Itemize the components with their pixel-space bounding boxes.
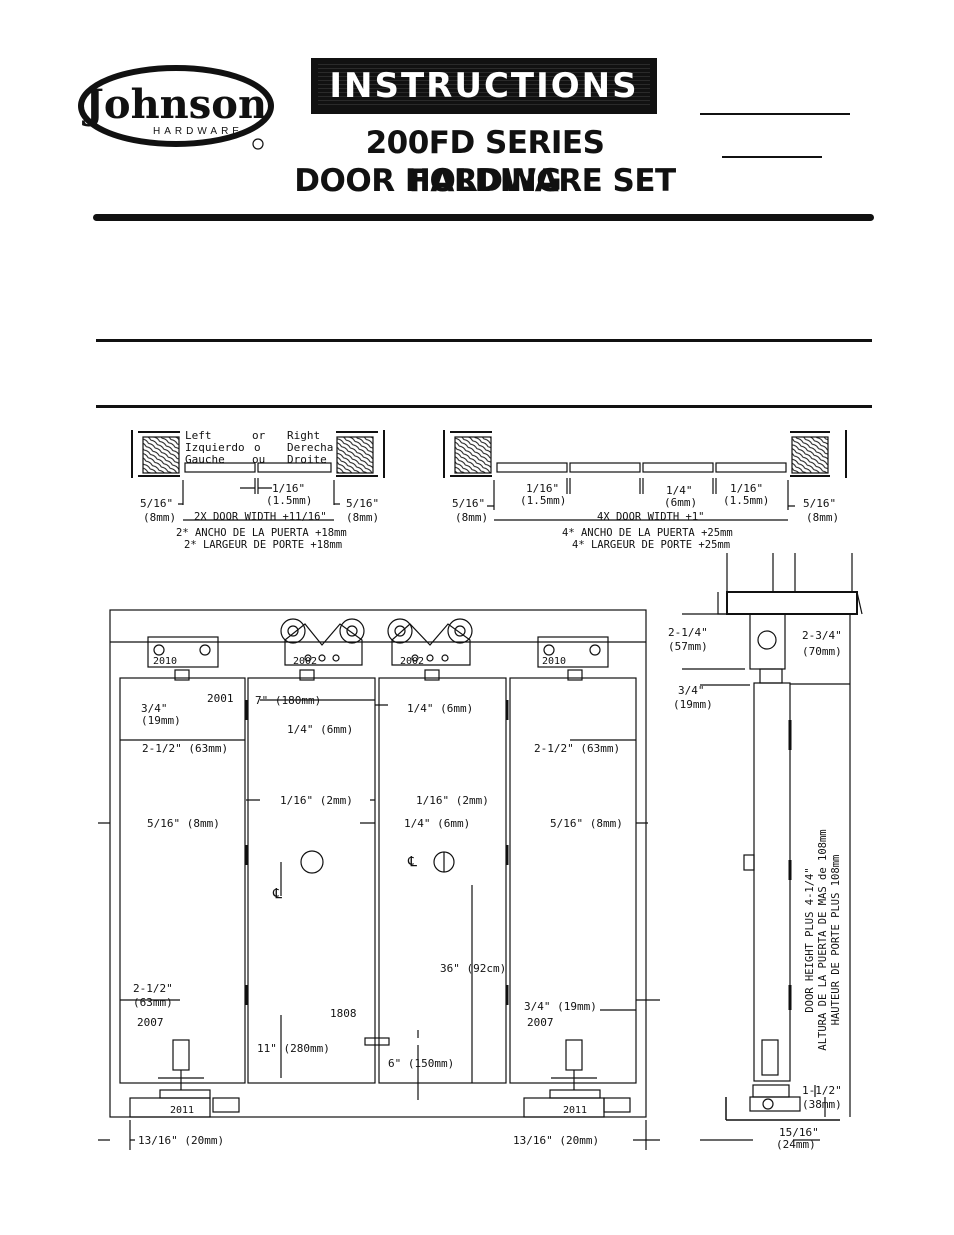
johnson-logo: Johnson HARDWARE	[78, 65, 274, 150]
side-top-b: 2-3/4"	[802, 629, 842, 642]
part-2002-right: 2002	[400, 656, 424, 667]
tl-side-l-mm: (8mm)	[143, 511, 176, 524]
installation-drawing: Left Izquierdo Gauche or o ou Right Dere…	[98, 429, 863, 1151]
dim-edge-l-mm: (19mm)	[141, 714, 181, 727]
dim-hanger-in: 7" (180mm)	[255, 694, 321, 707]
label-derecha: Derecha	[287, 441, 333, 454]
title-line-2: DOOR HARDWARE SET	[294, 163, 676, 199]
dim-side-l: 5/16" (8mm)	[147, 817, 220, 830]
registered-mark	[252, 138, 264, 150]
side-top-b-mm: (70mm)	[802, 645, 842, 658]
tr-gap-c-mm: (6mm)	[664, 496, 697, 509]
dim-hanger-gap-l: 1/4" (6mm)	[287, 723, 353, 736]
tr-gap-r-mm: (1.5mm)	[723, 494, 769, 507]
side-top-a-mm: (57mm)	[668, 640, 708, 653]
part-2007-right: 2007	[527, 1016, 554, 1029]
tr-side-r: 5/16"	[803, 497, 836, 510]
tl-width-es: 2* ANCHO DE LA PUERTA +18mm	[176, 527, 347, 539]
side-offset-mm: (19mm)	[673, 698, 713, 711]
dim-height-36: 36" (92cm)	[440, 962, 506, 975]
centerline-right: ℄	[407, 854, 417, 870]
tl-side-r: 5/16"	[346, 497, 379, 510]
dim-mid-gap-l: 1/16" (2mm)	[280, 794, 353, 807]
side-bottom: 1-1/2"	[802, 1084, 842, 1097]
tl-width-fr: 2* LARGEUR DE PORTE +18mm	[184, 539, 342, 551]
side-top-a: 2-1/4"	[668, 626, 708, 639]
tr-width: 4X DOOR WIDTH +1"	[597, 511, 704, 523]
label-gauche: Gauche	[185, 453, 225, 466]
tr-gap-l: 1/16"	[526, 482, 559, 495]
dim-mid-gap-r: 1/16" (2mm)	[416, 794, 489, 807]
tr-gap-c: 1/4"	[666, 484, 693, 497]
centerline-left: ℄	[272, 886, 282, 902]
tl-gap: 1/16"	[272, 482, 305, 495]
dim-pull-11: 11" (280mm)	[257, 1042, 330, 1055]
tl-side-l: 5/16"	[140, 497, 173, 510]
part-2001: 2001	[207, 692, 234, 705]
header-rule	[93, 214, 874, 221]
instructions-banner: INSTRUCTIONS	[311, 58, 657, 114]
side-offset: 3/4"	[678, 684, 705, 697]
side-height-fr: HAUTEUR DE PORTE PLUS 108mm	[830, 855, 842, 1026]
side-height-en: DOOR HEIGHT PLUS 4-1/4"	[804, 867, 816, 1012]
label-ou: ou	[252, 453, 265, 466]
dim-hanger-gap-r: 1/4" (6mm)	[407, 702, 473, 715]
part-2007-left: 2007	[137, 1016, 164, 1029]
dim-jamb-r: 13/16" (20mm)	[513, 1134, 599, 1147]
plan-two-door	[131, 430, 385, 521]
dim-hinge-r: 2-1/2" (63mm)	[534, 742, 620, 755]
tr-width-fr: 4* LARGEUR DE PORTE +25mm	[572, 539, 730, 551]
side-section	[682, 553, 863, 1141]
tl-side-r-mm: (8mm)	[346, 511, 379, 524]
label-or: or	[252, 429, 266, 442]
dim-edge-l: 3/4"	[141, 702, 168, 715]
dim-bottom-l-mm: (63mm)	[133, 996, 173, 1009]
side-height-es: ALTURA DE LA PUERTA DE MAS de 108mm	[817, 829, 829, 1050]
label-droite: Droite	[287, 453, 327, 466]
label-o: o	[254, 441, 261, 454]
section-rule-2	[96, 405, 872, 408]
banner-text: INSTRUCTIONS	[329, 66, 639, 106]
tr-side-l: 5/16"	[452, 497, 485, 510]
side-bottom-mm: (38mm)	[802, 1098, 842, 1111]
dim-hinge-l: 2-1/2" (63mm)	[142, 742, 228, 755]
side-floor-mm: (24mm)	[776, 1138, 816, 1151]
title-line-1: 200FD SERIES FOLDING	[365, 125, 605, 199]
tr-width-es: 4* ANCHO DE LA PUERTA +25mm	[562, 527, 733, 539]
blank-field-2	[722, 156, 822, 158]
dim-jamb-l: 13/16" (20mm)	[138, 1134, 224, 1147]
side-floor: 15/16"	[779, 1126, 819, 1139]
dim-side-r: 5/16" (8mm)	[550, 817, 623, 830]
label-left: Left	[185, 429, 212, 442]
section-rule-1	[96, 339, 872, 342]
part-2011-left: 2011	[170, 1105, 194, 1116]
part-2010-left: 2010	[153, 656, 177, 667]
tl-width: 2X DOOR WIDTH +11/16"	[194, 511, 327, 523]
logo-sub: HARDWARE	[153, 126, 243, 137]
label-izquierdo: Izquierdo	[185, 441, 245, 454]
tr-side-l-mm: (8mm)	[455, 511, 488, 524]
dim-center-gap: 1/4" (6mm)	[404, 817, 470, 830]
part-2010-right: 2010	[542, 656, 566, 667]
dim-pull-6: 6" (150mm)	[388, 1057, 454, 1070]
tl-gap-mm: (1.5mm)	[266, 494, 312, 507]
part-2011-right: 2011	[563, 1105, 587, 1116]
dim-bottom-r: 3/4" (19mm)	[524, 1000, 597, 1013]
part-1808: 1808	[330, 1007, 357, 1020]
tr-side-r-mm: (8mm)	[806, 511, 839, 524]
tr-gap-l-mm: (1.5mm)	[520, 494, 566, 507]
blank-field-1	[700, 113, 850, 115]
label-right: Right	[287, 429, 320, 442]
logo-name: Johnson	[82, 81, 267, 128]
part-2002-left: 2002	[293, 656, 317, 667]
plan-four-door	[443, 430, 847, 521]
front-elevation	[98, 609, 660, 1150]
dim-bottom-l: 2-1/2"	[133, 982, 173, 995]
tr-gap-r: 1/16"	[730, 482, 763, 495]
